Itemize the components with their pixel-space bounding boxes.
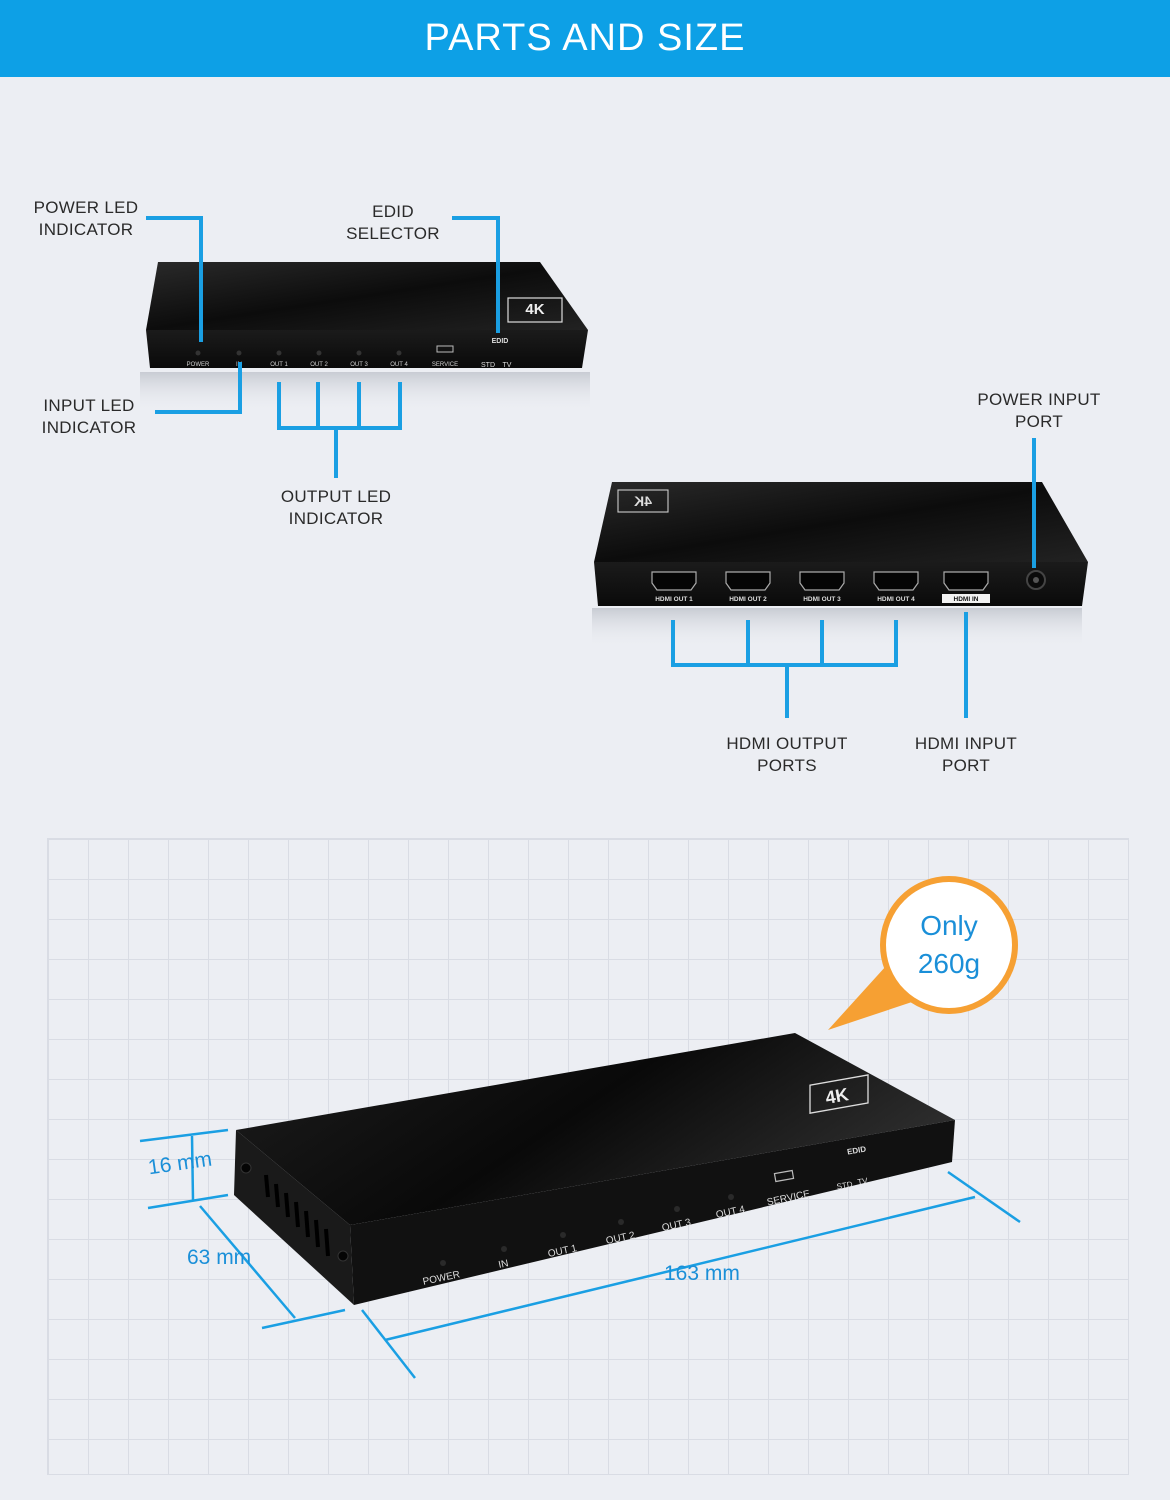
hdmi-output-callout: HDMI OUTPUT PORTS [726,734,848,775]
hdmi-input-callout: HDMI INPUT PORT [914,734,1018,775]
hdmi-port-label: HDMI IN [954,596,979,603]
page-title: PARTS AND SIZE [424,17,746,59]
weight-badge-line1: Only [920,910,978,941]
std-text: STD [481,362,495,369]
rear-callout-lines [671,438,1036,718]
hdmi-port: HDMI IN [942,571,990,603]
power-input-callout: POWER INPUT PORT [977,390,1101,431]
logo-text: 4K [525,301,544,318]
front-panel-label: POWER [187,362,210,368]
hdmi-port-label: HDMI OUT 1 [655,596,693,603]
front-callout-lines [146,216,500,478]
length-dimension: 163 mm [664,1262,740,1285]
4k-logo-mirrored: 4K [617,489,669,513]
hdmi-port-label: HDMI OUT 3 [803,596,841,603]
edid-selector-callout: EDID SELECTOR [346,202,440,243]
depth-dimension: 63 mm [187,1246,252,1269]
hdmi-port: HDMI OUT 1 [651,571,697,603]
rear-device: 4K HDMI OUT 1 HDMI OUT 2 HDMI OUT 3 HDMI OU… [592,482,1088,648]
edid-text: EDID [492,338,509,345]
4k-logo: 4K [507,297,563,323]
hdmi-port: HDMI OUT 3 [799,571,845,603]
weight-badge-line2: 260g [917,948,981,979]
hdmi-port-label: HDMI OUT 4 [877,596,915,603]
tv-text: TV [503,362,512,369]
front-panel-label: OUT 2 [310,362,328,368]
front-panel-label: OUT 1 [270,362,288,368]
hdmi-port: HDMI OUT 2 [725,571,771,603]
input-led-callout: INPUT LED INDICATOR [41,396,137,437]
front-panel-label: SERVICE [432,362,458,368]
front-panel-label: OUT 4 [390,362,408,368]
weight-badge: Only 260g [880,876,1018,1014]
power-led-callout: POWER LED INDICATOR [33,198,139,239]
svg-text:4K: 4K [634,493,652,509]
front-panel-label: OUT 3 [350,362,368,368]
hdmi-port-label: HDMI OUT 2 [729,596,767,603]
header-banner: PARTS AND SIZE [0,0,1170,77]
output-led-callout: OUTPUT LED INDICATOR [280,487,392,528]
hdmi-port: HDMI OUT 4 [873,571,919,603]
